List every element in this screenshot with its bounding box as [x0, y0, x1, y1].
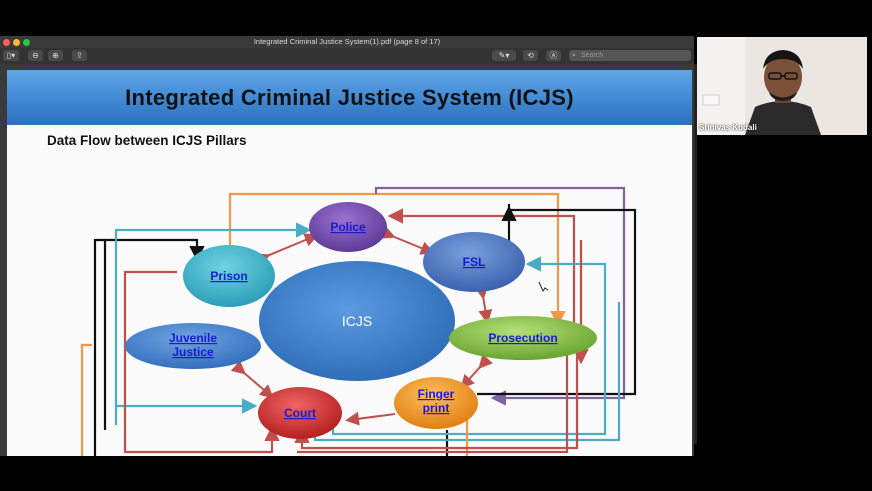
search-input[interactable]: ⌕ Search [569, 50, 691, 61]
flow-line-orange-top [228, 192, 566, 327]
court-link[interactable]: Court [284, 406, 316, 420]
data-flow-diagram: ICJS Police Prison FSL Juvenile Justice … [80, 186, 637, 456]
link-fingerprint-court [345, 411, 396, 426]
fsl-link[interactable]: FSL [463, 255, 486, 269]
page-scrollbar[interactable] [694, 64, 697, 444]
flow-line-red-left [123, 270, 280, 454]
participant-name: Srinivas Kodali [699, 123, 757, 132]
slide-title: Integrated Criminal Justice System (ICJS… [125, 85, 574, 110]
title-bar: Integrated Criminal Justice System(1).pd… [0, 36, 694, 48]
page-view: Integrated Criminal Justice System (ICJS… [0, 64, 694, 456]
share-button[interactable]: ⇪ [72, 50, 87, 61]
link-prosecution-fingerprint [460, 353, 493, 389]
police-link[interactable]: Police [330, 220, 366, 234]
participant-video-feed [697, 37, 867, 135]
pdf-viewer-window: Integrated Criminal Justice System(1).pd… [0, 36, 694, 456]
police-node[interactable] [309, 202, 387, 252]
zoom-in-icon: ⊕ [52, 51, 59, 60]
zoom-window-button[interactable] [23, 39, 30, 46]
juvenile-justice-node[interactable] [125, 323, 261, 369]
fingerprint-node[interactable] [394, 377, 478, 429]
sidebar-toggle-button[interactable]: ▯▾ [3, 50, 19, 61]
rotate-icon: ⟲ [527, 51, 534, 60]
prosecution-link[interactable]: Prosecution [488, 331, 557, 345]
link-prison-police [255, 233, 319, 267]
markup-button[interactable]: ✎▾ [492, 50, 516, 61]
window-title: Integrated Criminal Justice System(1).pd… [253, 37, 441, 46]
fingerprint-link-line-2[interactable]: print [423, 401, 450, 415]
zoom-out-button[interactable]: ⊖ [28, 50, 43, 61]
prosecution-node[interactable] [449, 316, 597, 360]
juvenile-link-line-2[interactable]: Justice [172, 345, 214, 359]
share-icon: ⇪ [76, 51, 83, 60]
prison-link[interactable]: Prison [210, 269, 247, 283]
toolbar: ▯▾ ⊖ ⊕ ⇪ ✎▾ ⟲ Ⓐ ⌕ Search [0, 48, 694, 64]
flow-line-black-right [477, 204, 637, 396]
zoom-in-button[interactable]: ⊕ [48, 50, 63, 61]
prison-node[interactable] [183, 245, 275, 307]
search-placeholder: Search [581, 52, 604, 59]
fingerprint-link-line-1[interactable]: Finger [418, 387, 455, 401]
close-window-button[interactable] [3, 39, 10, 46]
flow-line-blue-left [114, 222, 312, 425]
flow-line-red-bottom-2 [297, 332, 569, 454]
minimize-window-button[interactable] [13, 39, 20, 46]
annotate-button[interactable]: Ⓐ [546, 50, 561, 61]
pen-icon: ✎▾ [498, 51, 510, 60]
juvenile-link-line-1[interactable]: Juvenile [169, 331, 217, 345]
rotate-button[interactable]: ⟲ [523, 50, 538, 61]
link-juvenile-court [230, 360, 275, 399]
slide-page: Integrated Criminal Justice System (ICJS… [7, 70, 692, 456]
icjs-center-node [259, 261, 455, 381]
flow-line-black-loop [93, 238, 105, 456]
link-fsl-prosecution [474, 284, 493, 324]
slide-header-bar: Integrated Criminal Justice System (ICJS… [7, 70, 692, 125]
participant-video-tile: Srinivas Kodali [697, 37, 867, 135]
flow-line-red-bottom [294, 340, 579, 450]
annotate-icon: Ⓐ [549, 51, 558, 60]
flow-line-black-left [103, 238, 205, 430]
mouse-cursor-icon [538, 281, 549, 293]
zoom-out-icon: ⊖ [32, 51, 39, 60]
court-node[interactable] [258, 387, 342, 439]
icjs-center-label: ICJS [342, 313, 372, 329]
flow-line-purple [374, 186, 626, 406]
link-police-fsl [380, 225, 435, 255]
sidebar-icon: ▯▾ [6, 51, 16, 60]
search-icon: ⌕ [572, 52, 576, 59]
slide-subtitle: Data Flow between ICJS Pillars [47, 133, 247, 148]
fsl-node[interactable] [423, 232, 525, 292]
